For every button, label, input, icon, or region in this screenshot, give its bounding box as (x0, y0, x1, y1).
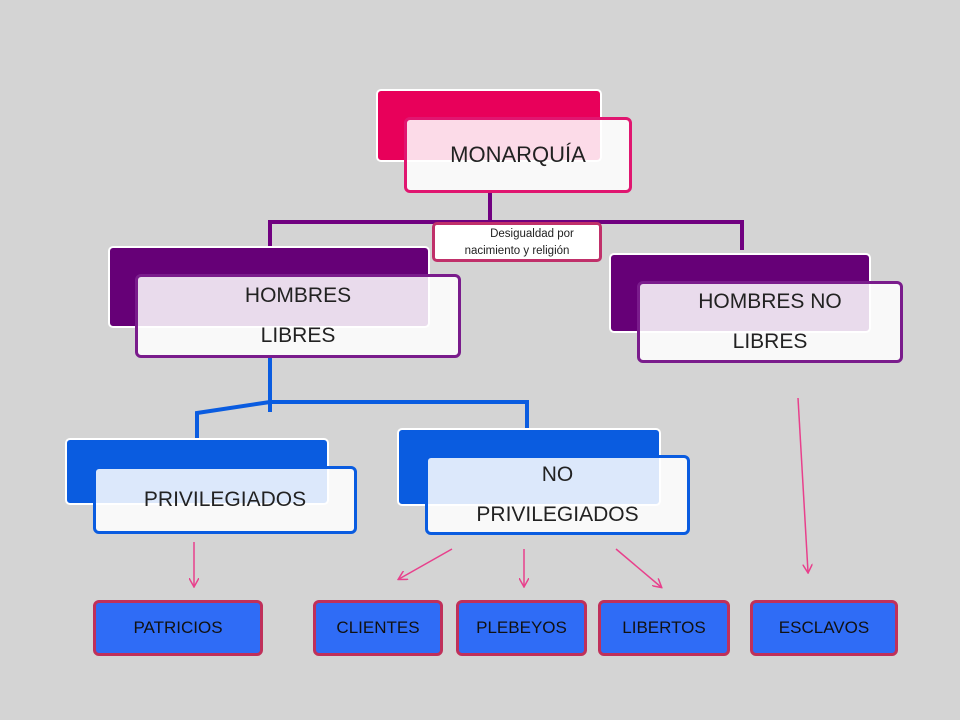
esclavos-box: ESCLAVOS (750, 600, 898, 656)
arrow-esclavos (797, 397, 808, 572)
privilegiados-node-box: PRIVILEGIADOS (93, 466, 357, 534)
esclavos-label: ESCLAVOS (778, 618, 870, 637)
monarquia-node-box: MONARQUÍA (404, 117, 632, 193)
arrow-connectors (194, 397, 808, 587)
libertos-box: LIBERTOS (598, 600, 730, 656)
note-line2: nacimiento y religión (464, 244, 570, 257)
hombres-libres-node-box: HOMBRES LIBRES (135, 274, 461, 358)
privilegiados-label: PRIVILEGIADOS (143, 488, 307, 512)
blue-connector (195, 356, 529, 440)
no-privilegiados-line1: NO (541, 463, 574, 487)
arrow-clientes (399, 548, 453, 579)
hombres-libres-line1: HOMBRES (244, 284, 352, 308)
libertos-label: LIBERTOS (622, 618, 706, 637)
plebeyos-label: PLEBEYOS (476, 618, 567, 637)
desigualdad-note: Desigualdad por nacimiento y religión (432, 222, 602, 262)
hombres-libres-line2: LIBRES (260, 324, 336, 347)
arrow-libertos (615, 548, 661, 587)
hombres-no-libres-node-box: HOMBRES NO LIBRES (637, 281, 903, 363)
note-line1: Desigualdad por (490, 228, 574, 240)
clientes-box: CLIENTES (313, 600, 443, 656)
patricios-box: PATRICIOS (93, 600, 263, 656)
plebeyos-box: PLEBEYOS (456, 600, 587, 656)
hombres-no-libres-line2: LIBRES (732, 330, 808, 353)
no-privilegiados-line2: PRIVILEGIADOS (476, 503, 639, 526)
hombres-no-libres-line1: HOMBRES NO (698, 290, 842, 314)
monarquia-label: MONARQUÍA (450, 142, 586, 168)
no-privilegiados-node-box: NO PRIVILEGIADOS (425, 455, 690, 535)
patricios-label: PATRICIOS (133, 618, 223, 637)
clientes-label: CLIENTES (336, 618, 420, 637)
